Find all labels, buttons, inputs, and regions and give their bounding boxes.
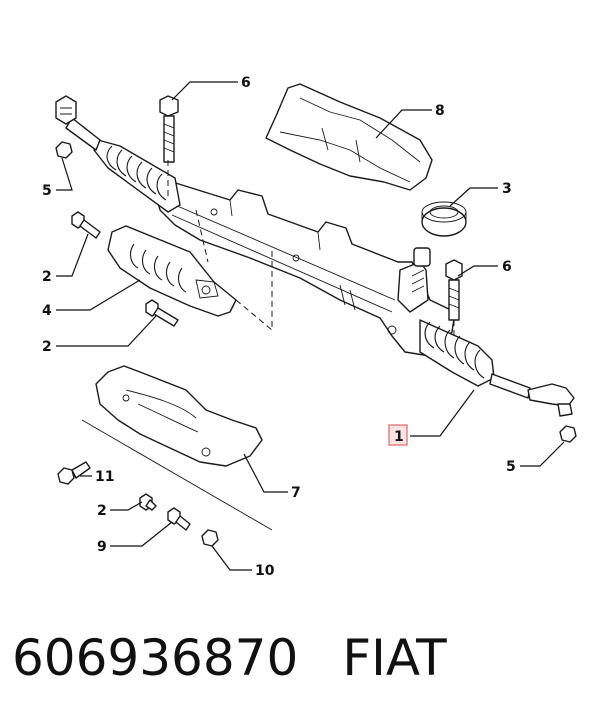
leader-2-middle bbox=[56, 315, 157, 347]
callout-1-highlight bbox=[388, 424, 408, 446]
leader-8 bbox=[375, 109, 432, 139]
leader-7 bbox=[243, 453, 288, 493]
callout-11: 11 bbox=[95, 469, 114, 485]
right-mounting-bolt bbox=[445, 259, 463, 321]
leader-3 bbox=[449, 187, 498, 207]
threaded-stud bbox=[167, 507, 191, 531]
part-caption: 606936870 FIAT bbox=[12, 628, 447, 698]
upper-mounting-bolt bbox=[159, 95, 179, 163]
small-bolt-upper bbox=[71, 211, 101, 239]
leader-5-right bbox=[520, 441, 565, 467]
steering-rack-exploded-diagram: 6 8 3 6 5 2 4 2 1 5 7 11 2 9 10 bbox=[42, 75, 577, 579]
gear-housing bbox=[107, 225, 237, 317]
callout-4: 4 bbox=[42, 303, 52, 319]
small-bolt-middle bbox=[145, 299, 179, 327]
leader-5-left bbox=[56, 157, 73, 191]
leader-10 bbox=[211, 545, 252, 571]
small-bolt-lower bbox=[139, 493, 157, 511]
callout-7: 7 bbox=[291, 485, 301, 501]
leader-6-right bbox=[457, 265, 498, 277]
callout-10: 10 bbox=[255, 563, 275, 579]
callout-6-right: 6 bbox=[502, 259, 512, 275]
hex-nut bbox=[201, 529, 219, 547]
leader-9 bbox=[110, 521, 173, 547]
right-tie-rod-nut bbox=[559, 425, 577, 443]
callout-5-left: 5 bbox=[42, 183, 52, 199]
callout-8: 8 bbox=[435, 103, 445, 119]
protective-plate bbox=[81, 365, 273, 531]
assembly-guide-line-2 bbox=[195, 209, 209, 263]
left-tie-rod-nut bbox=[55, 141, 73, 159]
steering-rack-housing bbox=[149, 174, 456, 357]
callout-9: 9 bbox=[97, 539, 107, 555]
callout-5-right: 5 bbox=[506, 459, 516, 475]
leader-4 bbox=[56, 279, 141, 311]
part-number: 606936870 bbox=[12, 629, 299, 687]
callout-2-middle: 2 bbox=[42, 339, 52, 355]
callout-2-lower: 2 bbox=[97, 503, 107, 519]
right-bellows-tie-rod bbox=[419, 319, 575, 417]
leader-2-lower bbox=[110, 501, 143, 511]
assembly-guide-line-3 bbox=[235, 250, 273, 332]
leader-1 bbox=[410, 389, 475, 437]
callout-1: 1 bbox=[394, 429, 404, 445]
left-bellows-tie-rod bbox=[55, 95, 181, 213]
rack-bushing bbox=[421, 201, 467, 237]
brand-name: FIAT bbox=[342, 629, 447, 687]
flange-bolt bbox=[57, 461, 91, 485]
leader-2-upper bbox=[56, 233, 89, 277]
callout-2-upper: 2 bbox=[42, 269, 52, 285]
callout-3: 3 bbox=[502, 181, 512, 197]
heat-shield-cover bbox=[265, 83, 433, 191]
leader-6-upper bbox=[171, 81, 238, 101]
callout-6-upper: 6 bbox=[241, 75, 251, 91]
